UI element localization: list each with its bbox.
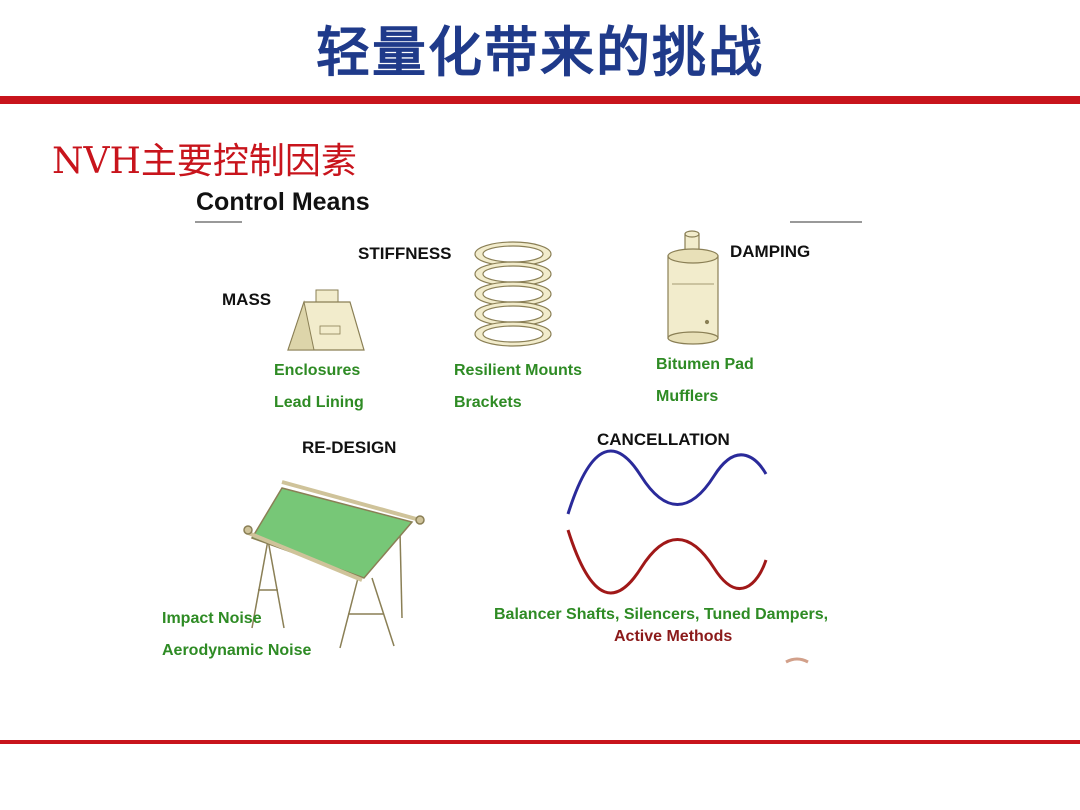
figure-heading: Control Means [196, 188, 370, 216]
damping-item-1: Bitumen Pad [656, 356, 754, 373]
slide-subtitle: NVH主要控制因素 [52, 141, 357, 182]
cancellation-item-2: Active Methods [614, 628, 733, 645]
stiffness-item-1: Resilient Mounts [454, 362, 583, 379]
sine-waves-icon [566, 449, 768, 595]
damping-item-2: Mufflers [656, 388, 719, 405]
damping-label: DAMPING [730, 242, 811, 261]
coil-spring-icon [474, 241, 552, 347]
decorative-fragment [785, 657, 809, 664]
cancellation-item-1: Balancer Shafts, Silencers, Tuned Damper… [494, 606, 829, 623]
mass-item-1: Enclosures [274, 362, 361, 379]
redesign-label: RE-DESIGN [302, 438, 397, 457]
redesign-item-2: Aerodynamic Noise [162, 642, 312, 659]
stiffness-label: STIFFNESS [358, 244, 452, 263]
trestle-table-icon [243, 480, 425, 649]
footer-divider [0, 740, 1080, 744]
wave-top [566, 449, 768, 515]
slide-title: 轻量化带来的挑战 [316, 20, 764, 84]
weight-block-icon [287, 289, 365, 351]
redesign-item-1: Impact Noise [162, 610, 262, 627]
mass-item-2: Lead Lining [274, 394, 364, 411]
cancellation-label: CANCELLATION [597, 430, 730, 449]
mass-label: MASS [222, 290, 272, 309]
wave-bottom [566, 529, 768, 595]
stiffness-item-2: Brackets [454, 394, 522, 411]
damper-cylinder-icon [667, 230, 719, 345]
title-divider [0, 96, 1080, 104]
